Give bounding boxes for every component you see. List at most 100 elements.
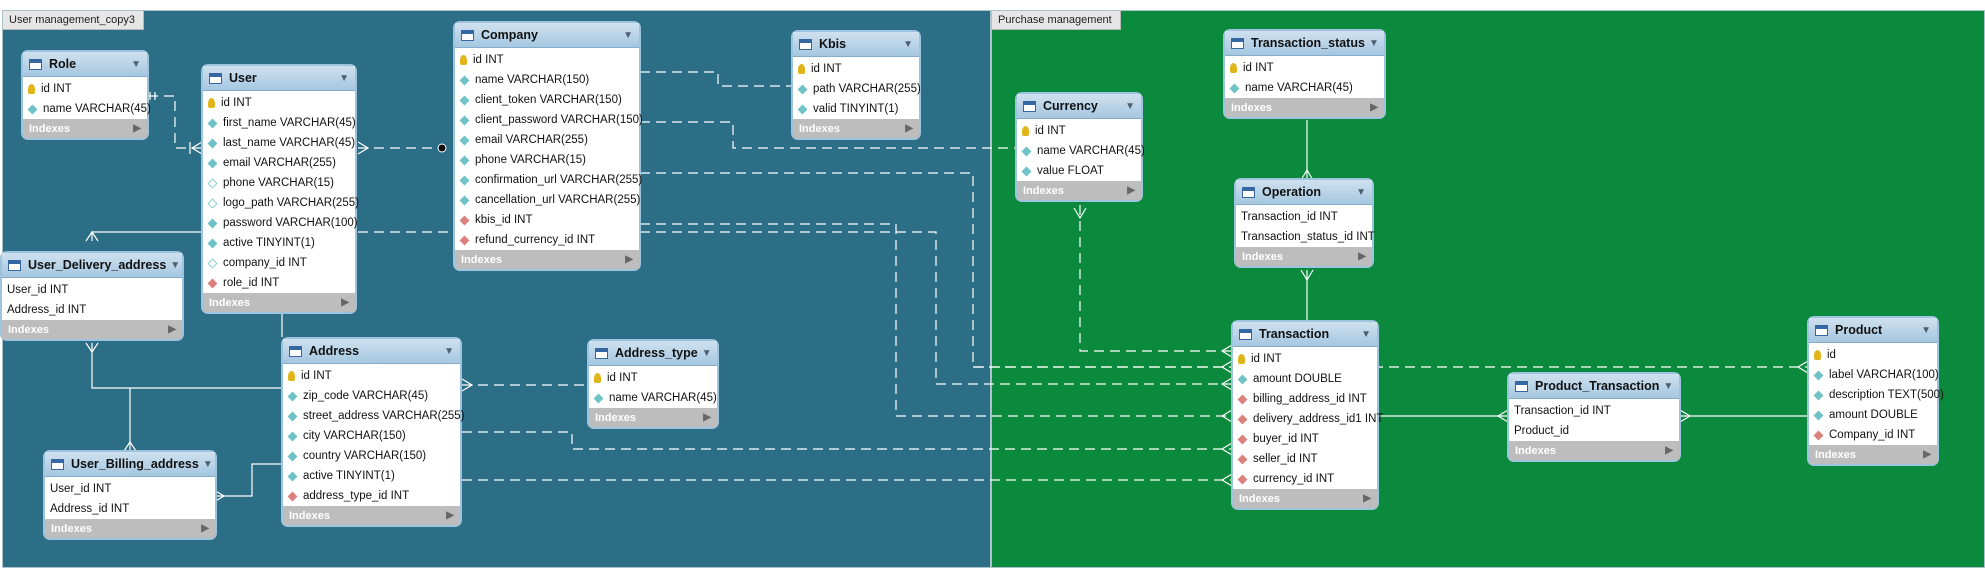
table-column[interactable]: value FLOAT — [1017, 161, 1141, 181]
table-header[interactable]: Address▼ — [283, 339, 460, 364]
expand-arrow-icon[interactable]: ▶ — [1363, 493, 1371, 504]
table-column[interactable]: name VARCHAR(45) — [589, 388, 717, 408]
table-column[interactable]: confirmation_url VARCHAR(255) — [455, 170, 642, 190]
table-column[interactable]: phone VARCHAR(15) — [203, 173, 355, 193]
expand-arrow-icon[interactable]: ▶ — [1370, 102, 1378, 113]
table-column[interactable]: name VARCHAR(45) — [1017, 141, 1145, 161]
table-column[interactable]: client_token VARCHAR(150) — [455, 90, 639, 110]
table-header[interactable]: Kbis▼ — [793, 32, 919, 57]
table-column[interactable]: User_id INT — [45, 479, 215, 499]
table-header[interactable]: Product_Transaction▼ — [1509, 374, 1679, 399]
table-column[interactable]: Company_id INT — [1809, 425, 1937, 445]
expand-arrow-icon[interactable]: ▶ — [446, 510, 454, 521]
table-column[interactable]: cancellation_url VARCHAR(255) — [455, 190, 640, 210]
collapse-arrow-icon[interactable]: ▼ — [701, 347, 712, 359]
expand-arrow-icon[interactable]: ▶ — [1923, 449, 1931, 460]
table-column[interactable]: id INT — [23, 79, 147, 99]
expand-arrow-icon[interactable]: ▶ — [1665, 445, 1673, 456]
table-column[interactable]: name VARCHAR(45) — [23, 99, 151, 119]
indexes-section[interactable]: Indexes▶ — [455, 250, 639, 269]
collapse-arrow-icon[interactable]: ▼ — [1356, 186, 1366, 198]
table-column[interactable]: currency_id INT — [1233, 469, 1377, 489]
collapse-arrow-icon[interactable]: ▼ — [1663, 380, 1674, 392]
table-column[interactable]: buyer_id INT — [1233, 429, 1377, 449]
table-column[interactable]: Transaction_id INT — [1236, 207, 1372, 227]
table-column[interactable]: name VARCHAR(150) — [455, 70, 639, 90]
indexes-section[interactable]: Indexes▶ — [1233, 489, 1377, 508]
table-column[interactable]: id INT — [283, 366, 460, 386]
table-column[interactable]: email VARCHAR(255) — [203, 153, 355, 173]
collapse-arrow-icon[interactable]: ▼ — [903, 38, 913, 50]
expand-arrow-icon[interactable]: ▶ — [201, 523, 209, 534]
table-column[interactable]: street_address VARCHAR(255) — [283, 406, 465, 426]
table-column[interactable]: company_id INT — [203, 253, 355, 273]
table-header[interactable]: Transaction▼ — [1233, 322, 1377, 347]
expand-arrow-icon[interactable]: ▶ — [905, 123, 913, 134]
table-header[interactable]: Transaction_status▼ — [1225, 31, 1384, 56]
expand-arrow-icon[interactable]: ▶ — [168, 324, 176, 335]
table-header[interactable]: User_Delivery_address▼ — [2, 253, 182, 278]
expand-arrow-icon[interactable]: ▶ — [1358, 251, 1366, 262]
table-column[interactable]: zip_code VARCHAR(45) — [283, 386, 460, 406]
table-column[interactable]: valid TINYINT(1) — [793, 99, 919, 119]
indexes-section[interactable]: Indexes▶ — [589, 408, 717, 427]
expand-arrow-icon[interactable]: ▶ — [341, 297, 349, 308]
table-column[interactable]: id INT — [1017, 121, 1141, 141]
table-column[interactable]: description TEXT(500) — [1809, 385, 1944, 405]
collapse-arrow-icon[interactable]: ▼ — [202, 458, 213, 470]
table-column[interactable]: seller_id INT — [1233, 449, 1377, 469]
collapse-arrow-icon[interactable]: ▼ — [1125, 100, 1135, 112]
expand-arrow-icon[interactable]: ▶ — [703, 412, 711, 423]
table-column[interactable]: password VARCHAR(100) — [203, 213, 358, 233]
table-column[interactable]: address_type_id INT — [283, 486, 460, 506]
table-column[interactable]: id INT — [455, 50, 639, 70]
table-column[interactable]: country VARCHAR(150) — [283, 446, 460, 466]
table-column[interactable]: delivery_address_id1 INT — [1233, 409, 1383, 429]
collapse-arrow-icon[interactable]: ▼ — [444, 345, 454, 357]
table-column[interactable]: path VARCHAR(255) — [793, 79, 921, 99]
indexes-section[interactable]: Indexes▶ — [203, 293, 355, 312]
table-column[interactable]: client_password VARCHAR(150) — [455, 110, 643, 130]
table-column[interactable]: Address_id INT — [45, 499, 215, 519]
table-column[interactable]: kbis_id INT — [455, 210, 639, 230]
table-column[interactable]: id INT — [1225, 58, 1384, 78]
indexes-section[interactable]: Indexes▶ — [45, 519, 215, 538]
table-column[interactable]: id INT — [589, 368, 717, 388]
table-column[interactable]: role_id INT — [203, 273, 355, 293]
table-header[interactable]: User_Billing_address▼ — [45, 452, 215, 477]
table-column[interactable]: Transaction_id INT — [1509, 401, 1679, 421]
indexes-section[interactable]: Indexes▶ — [1017, 181, 1141, 200]
table-column[interactable]: logo_path VARCHAR(255) — [203, 193, 359, 213]
table-column[interactable]: last_name VARCHAR(45) — [203, 133, 355, 153]
expand-arrow-icon[interactable]: ▶ — [133, 123, 141, 134]
table-column[interactable]: phone VARCHAR(15) — [455, 150, 639, 170]
table-column[interactable]: email VARCHAR(255) — [455, 130, 639, 150]
table-column[interactable]: label VARCHAR(100) — [1809, 365, 1939, 385]
table-header[interactable]: Product▼ — [1809, 318, 1937, 343]
table-column[interactable]: billing_address_id INT — [1233, 389, 1377, 409]
table-column[interactable]: refund_currency_id INT — [455, 230, 639, 250]
indexes-section[interactable]: Indexes▶ — [1236, 247, 1372, 266]
table-header[interactable]: Role▼ — [23, 52, 147, 77]
collapse-arrow-icon[interactable]: ▼ — [1361, 328, 1371, 340]
table-column[interactable]: amount DOUBLE — [1233, 369, 1377, 389]
indexes-section[interactable]: Indexes▶ — [2, 320, 182, 339]
table-column[interactable]: Address_id INT — [2, 300, 182, 320]
table-column[interactable]: id INT — [793, 59, 919, 79]
expand-arrow-icon[interactable]: ▶ — [1127, 185, 1135, 196]
collapse-arrow-icon[interactable]: ▼ — [131, 58, 141, 70]
indexes-section[interactable]: Indexes▶ — [1809, 445, 1937, 464]
indexes-section[interactable]: Indexes▶ — [283, 506, 460, 525]
table-column[interactable]: name VARCHAR(45) — [1225, 78, 1384, 98]
collapse-arrow-icon[interactable]: ▼ — [1368, 37, 1379, 49]
